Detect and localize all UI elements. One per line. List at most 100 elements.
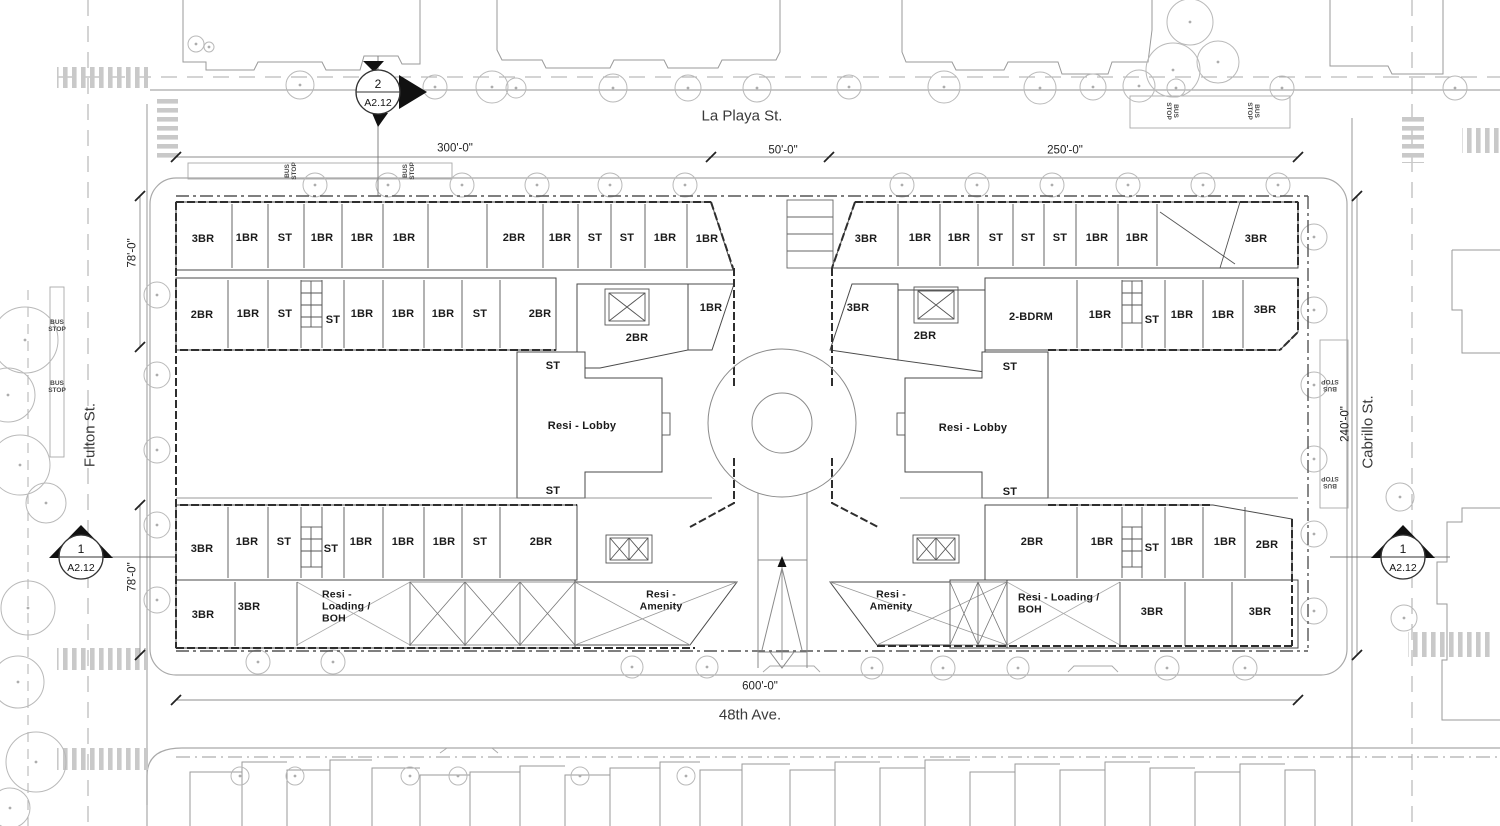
unit-label-st: ST: [472, 535, 488, 548]
elevator-boxes: [604, 286, 960, 564]
unit-label-1br: 1BR: [391, 535, 415, 548]
unit-label-1br: 1BR: [947, 231, 971, 244]
section-number: 1: [78, 542, 85, 556]
unit-label-1br: 1BR: [1170, 535, 1194, 548]
unit-label-1br: 1BR: [695, 232, 719, 245]
tree-icon: [1079, 73, 1107, 101]
dimension-lines: [134, 151, 1363, 706]
unit-label-2br: 2BR: [502, 231, 526, 244]
tree-icon: [0, 367, 36, 423]
tree-icon: [570, 766, 590, 786]
tree-icon: [836, 74, 862, 100]
street-fulton: Fulton St.: [81, 402, 99, 468]
unit-label-2br: 2BR: [625, 331, 649, 344]
tree-icon: [860, 656, 884, 680]
dim-78-south: 78'-0": [126, 562, 139, 592]
street-48th-ave: 48th Ave.: [718, 706, 782, 724]
tree-icon: [505, 77, 527, 99]
bus-stop-ne-2: BUS STOP: [1246, 102, 1260, 120]
resi-amenity-west-label: Resi - Amenity: [639, 588, 683, 612]
tree-icon: [0, 434, 51, 496]
tree-icon: [1023, 71, 1057, 105]
unit-label-1br: 1BR: [235, 231, 259, 244]
unit-label-1br: 1BR: [235, 535, 259, 548]
tree-icon: [620, 655, 644, 679]
unit-label-1br: 1BR: [349, 535, 373, 548]
unit-label-st: ST: [1144, 541, 1160, 554]
tree-icon: [1154, 655, 1180, 681]
unit-label-st: ST: [325, 313, 341, 326]
tree-icon: [1196, 40, 1240, 84]
tree-icon: [0, 787, 31, 826]
section-sheet: A2.12: [1389, 562, 1417, 574]
tree-icon: [742, 73, 772, 103]
unit-label-st: ST: [277, 307, 293, 320]
unit-label-1br: 1BR: [653, 231, 677, 244]
tree-icon: [302, 172, 328, 198]
tree-icon: [422, 74, 448, 100]
tree-icon: [1115, 172, 1141, 198]
tree-icon: [676, 766, 696, 786]
unit-label-3br: 3BR: [846, 301, 870, 314]
unit-label-st: ST: [619, 231, 635, 244]
tree-icon: [449, 172, 475, 198]
tree-icon: [1122, 69, 1156, 103]
unit-label-2br: 2BR: [1020, 535, 1044, 548]
tree-icon: [143, 511, 171, 539]
street-lines: [27, 0, 1500, 826]
tree-icon: [285, 70, 315, 100]
dim-600: 600'-0": [742, 680, 778, 693]
tree-icon: [1300, 597, 1328, 625]
tree-icon: [143, 361, 171, 389]
tree-icon: [927, 70, 961, 104]
stairwells: [300, 199, 1143, 568]
unit-label-2br: 2BR: [1255, 538, 1279, 551]
dim-300: 300'-0": [437, 142, 473, 155]
tree-icon: [5, 731, 67, 793]
unit-label-1br: 1BR: [1211, 308, 1235, 321]
crosswalks: [57, 67, 1500, 770]
unit-label-3br: 3BR: [1248, 605, 1272, 618]
unit-label-3br: 3BR: [191, 608, 215, 621]
unit-label-3br: 3BR: [237, 600, 261, 613]
street-cabrillo: Cabrillo St.: [1359, 395, 1377, 469]
tree-icon: [1442, 75, 1468, 101]
property-lines: [176, 195, 1500, 758]
unit-label-1br: 1BR: [1213, 535, 1237, 548]
tree-icon: [25, 482, 67, 524]
bus-stop-north-1: BUS STOP: [284, 162, 298, 180]
unit-label-1br: 1BR: [548, 231, 572, 244]
tree-icon: [400, 766, 420, 786]
tree-icon: [375, 172, 401, 198]
unit-label-1br: 1BR: [310, 231, 334, 244]
unit-label-st: ST: [1002, 485, 1018, 498]
tree-icon: [320, 649, 346, 675]
unit-label-1br: 1BR: [391, 307, 415, 320]
unit-label-st: ST: [1144, 313, 1160, 326]
tree-icon: [0, 306, 59, 374]
dim-240: 240'-0": [1339, 406, 1352, 442]
unit-label-3br: 3BR: [190, 542, 214, 555]
unit-label-st: ST: [545, 359, 561, 372]
tree-icon: [285, 766, 305, 786]
street-trees: [0, 0, 1468, 826]
tree-icon: [1039, 172, 1065, 198]
tree-icon: [524, 172, 550, 198]
unit-label-1br: 1BR: [1090, 535, 1114, 548]
unit-label-1br: 1BR: [236, 307, 260, 320]
tree-icon: [1390, 604, 1418, 632]
loading-bay-boxes: [409, 581, 1008, 646]
unit-label-1br: 1BR: [350, 231, 374, 244]
tree-icon: [0, 655, 45, 709]
unit-label-1br: 1BR: [1088, 308, 1112, 321]
building-footprint: [175, 201, 1299, 649]
section-sheet: A2.12: [364, 97, 392, 109]
tree-icon: [143, 586, 171, 614]
tree-icon: [0, 580, 56, 636]
unit-label-1br: 1BR: [432, 535, 456, 548]
unit-label-1br: 1BR: [431, 307, 455, 320]
tree-icon: [672, 172, 698, 198]
bus-stop-east-1: BUS STOP: [1321, 378, 1339, 392]
